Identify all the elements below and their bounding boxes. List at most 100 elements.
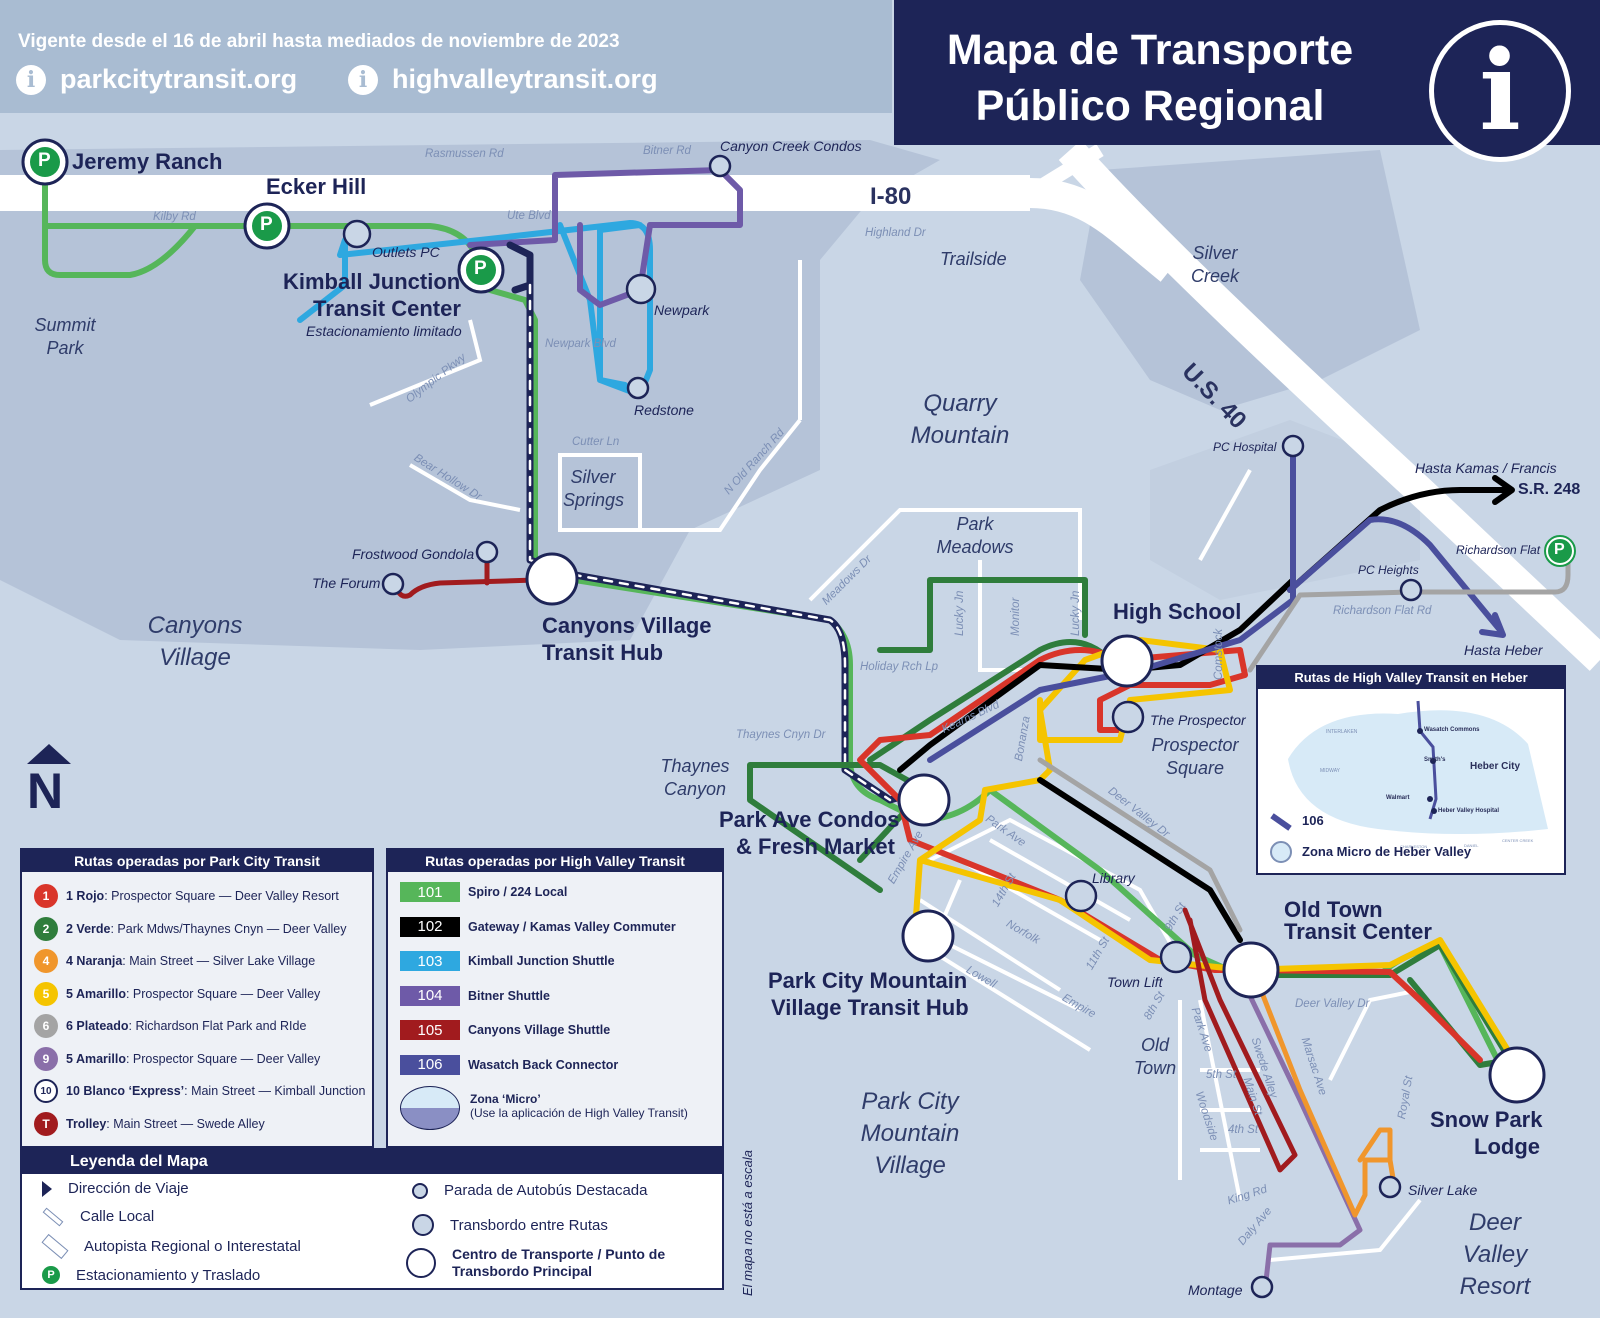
info-icon: i xyxy=(16,64,46,95)
pct-route-name: Trolley xyxy=(66,1116,107,1131)
pct-route-desc: : Prospector Square — Deer Valley xyxy=(125,986,321,1001)
micro-zone-title: Zona ‘Micro’ xyxy=(470,1092,541,1106)
route-6-line xyxy=(1037,557,1571,933)
label-redstone: Redstone xyxy=(634,402,694,418)
pct-route-name: 4 Naranja xyxy=(66,954,123,968)
route-102-badge: 102 xyxy=(400,916,460,937)
pct-route-desc: : Main Street — Silver Lake Village xyxy=(122,954,316,968)
label-canyon-creek: Canyon Creek Condos xyxy=(720,138,862,154)
micro-zone-legend-icon xyxy=(400,1086,460,1130)
pct-route-name: 6 Plateado xyxy=(66,1019,129,1033)
link-parkcitytransit[interactable]: i parkcitytransit.org xyxy=(16,64,297,95)
station-pc-mountain-1: Park City Mountain xyxy=(768,968,968,993)
road-richardson-flat: Richardson Flat Rd xyxy=(1333,605,1432,617)
legend-highway: Autopista Regional o Interestatal xyxy=(41,1233,301,1260)
info-icon: i xyxy=(348,64,378,95)
legend-park-ride: P Estacionamiento y Traslado xyxy=(42,1266,260,1284)
label-kamas: Hasta Kamas / Francis xyxy=(1415,460,1557,476)
transit-center-icon xyxy=(406,1248,436,1278)
pct-route-label: 6 Plateado: Richardson Flat Park and RId… xyxy=(66,1019,306,1033)
pct-route-desc: : Richardson Flat Park and RIde xyxy=(128,1019,307,1033)
stop-redstone xyxy=(626,376,650,400)
label-sr248: S.R. 248 xyxy=(1518,481,1581,498)
station-canyons-1: Canyons Village xyxy=(542,613,712,638)
pct-route-name: 10 Blanco ‘Express’ xyxy=(66,1084,185,1098)
route-10-badge: 10 xyxy=(34,1079,58,1103)
hvt-route-name: Kimball Junction Shuttle xyxy=(468,954,615,968)
road-lucky-2: Lucky Jn xyxy=(1070,590,1082,636)
stop-pc-hospital xyxy=(1281,434,1305,458)
route-106-line xyxy=(927,442,1503,763)
label-forum: The Forum xyxy=(312,575,381,591)
heber-wasatch-commons: Wasatch Commons xyxy=(1424,727,1480,733)
label-heber: Hasta Heber xyxy=(1464,642,1543,658)
info-icon: i xyxy=(1429,20,1571,162)
route-105-badge: 105 xyxy=(400,1020,460,1040)
pct-route-label: 1 Rojo: Prospector Square — Deer Valley … xyxy=(66,889,339,903)
park-and-ride-icon: P xyxy=(42,1266,60,1284)
station-snow-park-2: Lodge xyxy=(1474,1134,1540,1159)
link-highvalleytransit[interactable]: i highvalleytransit.org xyxy=(348,64,658,95)
pct-route-row: 10 10 Blanco ‘Express’: Main Street — Kim… xyxy=(34,1079,365,1103)
road-kilby: Kilby Rd xyxy=(153,211,196,223)
pct-route-name: 5 Amarillo xyxy=(66,1051,126,1066)
validity-text: Vigente desde el 16 de abril hasta media… xyxy=(18,31,620,52)
road-4th: 4th St xyxy=(1228,1124,1259,1136)
local-street-icon xyxy=(42,1207,64,1226)
hvt-route-name: Gateway / Kamas Valley Commuter xyxy=(468,919,676,934)
heber-inset: Rutas de High Valley Transit en Heber Wa… xyxy=(1256,665,1566,875)
map-legend-title: Leyenda del Mapa xyxy=(22,1150,722,1174)
label-newpark: Newpark xyxy=(654,302,710,318)
label-outlets: Outlets PC xyxy=(372,244,440,260)
kimball-note: Estacionamiento limitado xyxy=(306,323,462,339)
hub-canyons-village xyxy=(525,552,579,606)
route-104-badge: 104 xyxy=(400,985,460,1006)
stop-forum xyxy=(381,572,405,596)
pct-route-desc: : Prospector Square — Deer Valley Resort xyxy=(104,889,339,903)
pct-route-label: 10 Blanco ‘Express’: Main Street — Kimba… xyxy=(66,1084,365,1098)
park-marker-glyph: P xyxy=(38,150,51,171)
heber-city: Heber City xyxy=(1470,761,1521,772)
micro-zone-richardson xyxy=(1150,420,1420,600)
legend-local-street: Calle Local xyxy=(42,1207,154,1226)
road-lucky-1: Lucky Jn xyxy=(954,590,966,636)
scale-note: El mapa no está a escala xyxy=(740,1150,755,1296)
stop-canyon-creek xyxy=(708,154,732,178)
road-monitor: Monitor xyxy=(1010,597,1022,636)
micro-zone-icon xyxy=(1270,841,1292,863)
route-1-line xyxy=(857,647,1483,1063)
road-holiday: Holiday Rch Lp xyxy=(860,661,938,673)
station-park-ave-1: Park Ave Condos xyxy=(719,807,900,832)
hvt-route-name: Wasatch Back Connector xyxy=(468,1057,619,1072)
north-label: N xyxy=(27,763,64,819)
pct-route-desc: : Park Mdws/Thaynes Cnyn — Deer Valley xyxy=(110,921,347,936)
trolley-line xyxy=(1182,907,1298,1173)
road-comstock: Comstock xyxy=(1213,628,1225,680)
heber-hospital: Heber Valley Hospital xyxy=(1438,808,1500,814)
stop-prospector xyxy=(1111,700,1145,734)
stop-library xyxy=(1064,879,1098,913)
hvt-route-row: 102 Gateway / Kamas Valley Commuter xyxy=(400,916,676,937)
pct-route-name: 5 Amarillo xyxy=(66,986,126,1001)
heber-inset-title: Rutas de High Valley Transit en Heber xyxy=(1258,667,1564,689)
pct-route-label: 4 Naranja: Main Street — Silver Lake Vil… xyxy=(66,954,315,968)
title-line-2: Público Regional xyxy=(975,82,1325,130)
park-and-ride-markers xyxy=(21,138,1576,567)
station-high-school: High School xyxy=(1113,599,1242,624)
hvt-legend: Rutas operadas por High Valley Transit 1… xyxy=(386,848,724,1148)
pct-route-name: 2 Verde xyxy=(66,921,111,936)
label-richardson: Richardson Flat xyxy=(1456,543,1541,557)
legend-bus-stop: Parada de Autobús Destacada xyxy=(412,1182,647,1199)
label-montage: Montage xyxy=(1188,1282,1243,1298)
park-marker-glyph: P xyxy=(1554,541,1565,558)
